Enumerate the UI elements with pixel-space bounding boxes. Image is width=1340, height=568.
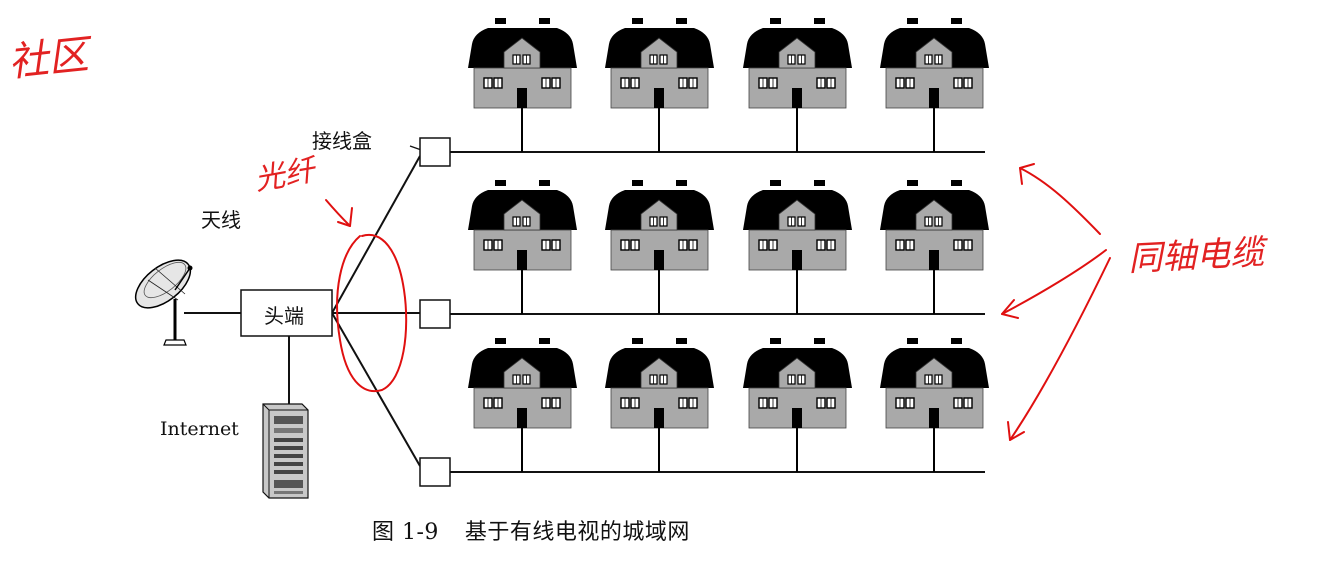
house-icon [742,179,853,315]
junction-box-label: 接线盒 [312,129,372,153]
house-icon [742,17,853,153]
house-icon [467,179,578,315]
house-icon [879,17,990,153]
handwritten-coax-note: 同轴电缆 [1127,232,1266,280]
house-icon [879,179,990,315]
junction-box-bottom [419,457,451,487]
antenna-label: 天线 [201,208,241,232]
handwritten-community-note: 社区 [6,31,91,87]
server-rack-icon [262,403,309,499]
junction-box-middle [419,299,451,329]
house-icon [467,337,578,473]
internet-label: Internet [160,418,239,440]
junction-box-top [419,137,451,167]
figure-title: 基于有线电视的城域网 [464,520,690,545]
handwritten-annotations [325,163,1111,441]
headend-box [240,289,333,337]
house-icon [742,337,853,473]
house-icon [604,17,715,153]
house-icon [467,17,578,153]
house-icon [879,337,990,473]
figure-caption: 图 1-9 基于有线电视的城域网 [372,514,690,546]
satellite-antenna-icon [134,259,193,346]
house-icon [604,179,715,315]
figure-number: 图 1-9 [372,520,439,545]
house-icon [604,337,715,473]
headend-label: 头端 [264,304,304,328]
